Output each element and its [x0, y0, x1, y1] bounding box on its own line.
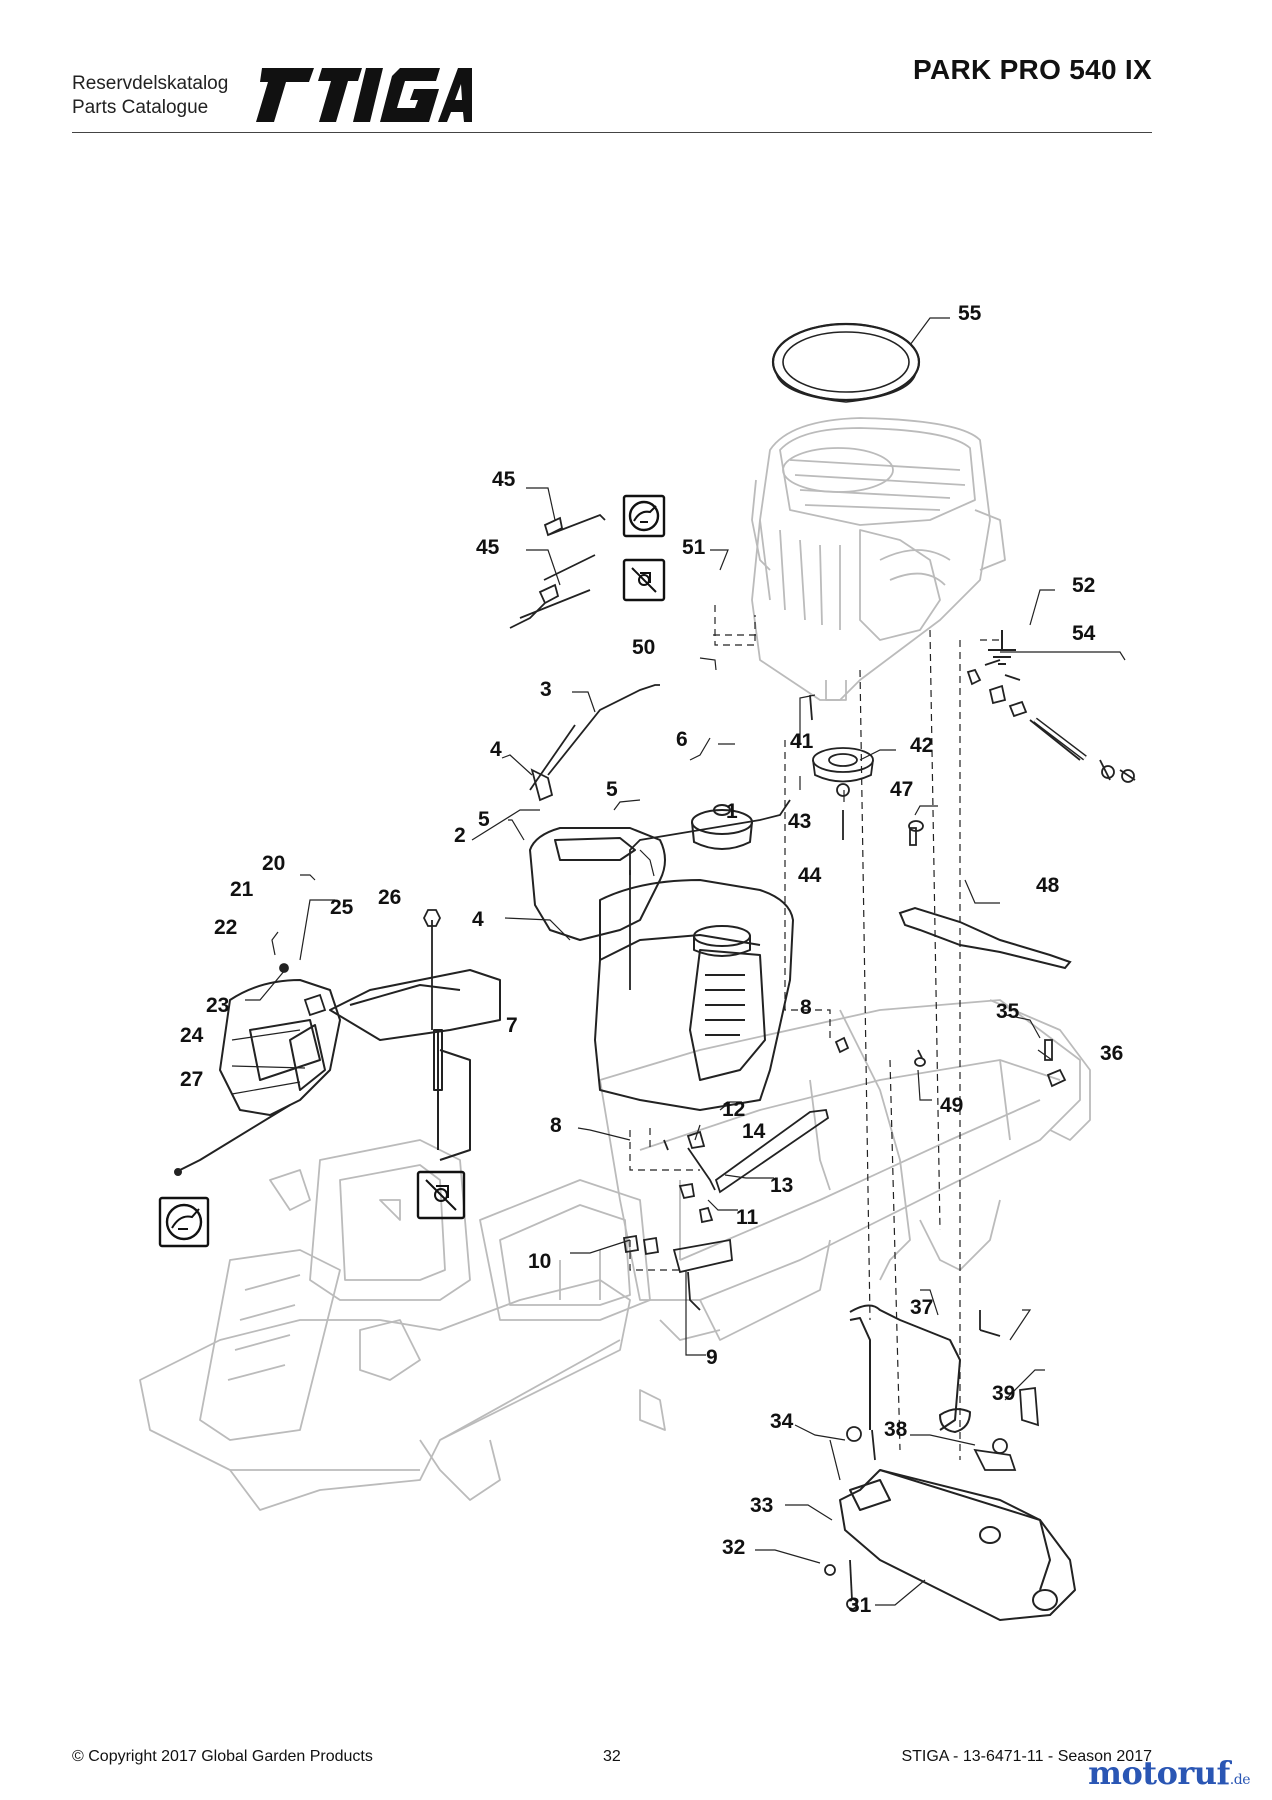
- callout-31: 31: [848, 1594, 872, 1617]
- air-cleaner-cover-55: [772, 323, 920, 401]
- chassis-frame: [139, 999, 1091, 1511]
- callout-8: 8: [800, 996, 812, 1019]
- callout-42: 42: [910, 734, 933, 757]
- callout-47: 47: [890, 778, 913, 801]
- watermark: motoruf.de: [1088, 1754, 1250, 1792]
- callout-37: 37: [910, 1296, 933, 1319]
- callout-54: 54: [1072, 622, 1096, 645]
- callout-14: 14: [742, 1120, 766, 1143]
- watermark-suffix: .de: [1229, 1772, 1251, 1788]
- callout-27: 27: [180, 1068, 203, 1091]
- callout-33: 33: [750, 1494, 773, 1517]
- callout-23: 23: [206, 994, 229, 1017]
- throttle-rabbit-icon: [622, 494, 666, 538]
- fuel-tank: [529, 827, 794, 1111]
- callout-6: 6: [676, 728, 688, 751]
- callout-52: 52: [1072, 574, 1095, 597]
- callout-48: 48: [1036, 874, 1060, 897]
- callout-55: 55: [958, 302, 982, 325]
- watermark-text: motoruf: [1088, 1754, 1230, 1792]
- catalog-label-sv: Reservdelskatalog: [72, 73, 229, 94]
- callout-24: 24: [180, 1024, 204, 1047]
- bracket-48: [898, 906, 1072, 970]
- choke-icon: [416, 1170, 466, 1220]
- small-parts: [279, 513, 1136, 1610]
- callout-39: 39: [992, 1382, 1015, 1405]
- callout-36: 36: [1100, 1042, 1123, 1065]
- callout-20: 20: [262, 852, 285, 875]
- callout-2: 2: [454, 824, 466, 847]
- callout-38: 38: [884, 1418, 908, 1441]
- callout-12: 12: [722, 1098, 745, 1121]
- callout-9: 9: [706, 1346, 718, 1369]
- choke-icon: [622, 558, 666, 602]
- ground-symbol-icon: [988, 630, 1016, 665]
- callout-11: 11: [736, 1206, 759, 1229]
- callout-34: 34: [770, 1410, 794, 1433]
- leader-lines: [231, 317, 1126, 1606]
- callout-45: 45: [492, 468, 516, 491]
- callout-45: 45: [476, 536, 500, 559]
- callout-7: 7: [506, 1014, 518, 1037]
- callout-43: 43: [788, 810, 811, 833]
- footer-page-number: 32: [603, 1748, 621, 1765]
- catalog-label-en: Parts Catalogue: [72, 97, 209, 118]
- catalog-label: Reservdelskatalog Parts Catalogue: [72, 72, 228, 120]
- callout-4: 4: [490, 738, 502, 761]
- callout-13: 13: [770, 1174, 793, 1197]
- callout-50: 50: [632, 636, 655, 659]
- callout-4: 4: [472, 908, 484, 931]
- callout-25: 25: [330, 896, 354, 919]
- muffler-assembly: [839, 1304, 1076, 1621]
- callout-51: 51: [682, 536, 706, 559]
- callout-5: 5: [478, 808, 490, 831]
- throttle-lever-assembly: [174, 969, 501, 1176]
- callout-3: 3: [540, 678, 552, 701]
- callout-labels: 55 45 45 51 52 54 50 3 41 42 6 4 5 43 47…: [180, 302, 1123, 1617]
- callout-35: 35: [996, 1000, 1020, 1023]
- footer-doc-ref: STIGA - 13-6471-11 - Season 2017: [901, 1748, 1152, 1765]
- model-title: PARK PRO 540 IX: [913, 54, 1152, 85]
- callout-44: 44: [798, 864, 822, 887]
- callout-49: 49: [940, 1094, 963, 1117]
- callout-41: 41: [790, 730, 814, 753]
- footer-copyright: © Copyright 2017 Global Garden Products: [72, 1748, 373, 1765]
- callout-8: 8: [550, 1114, 562, 1137]
- stiga-logo: [252, 64, 480, 131]
- callout-32: 32: [722, 1536, 745, 1559]
- callout-5: 5: [606, 778, 618, 801]
- callout-22: 22: [214, 916, 237, 939]
- callout-26: 26: [378, 886, 401, 909]
- engine-assembly: [751, 322, 1006, 701]
- dashed-guides: [629, 605, 1002, 1460]
- callout-1: 1: [726, 800, 738, 823]
- callout-21: 21: [230, 878, 254, 901]
- header-divider: [72, 132, 1152, 133]
- callout-10: 10: [528, 1250, 551, 1273]
- throttle-rabbit-icon: [158, 1196, 210, 1248]
